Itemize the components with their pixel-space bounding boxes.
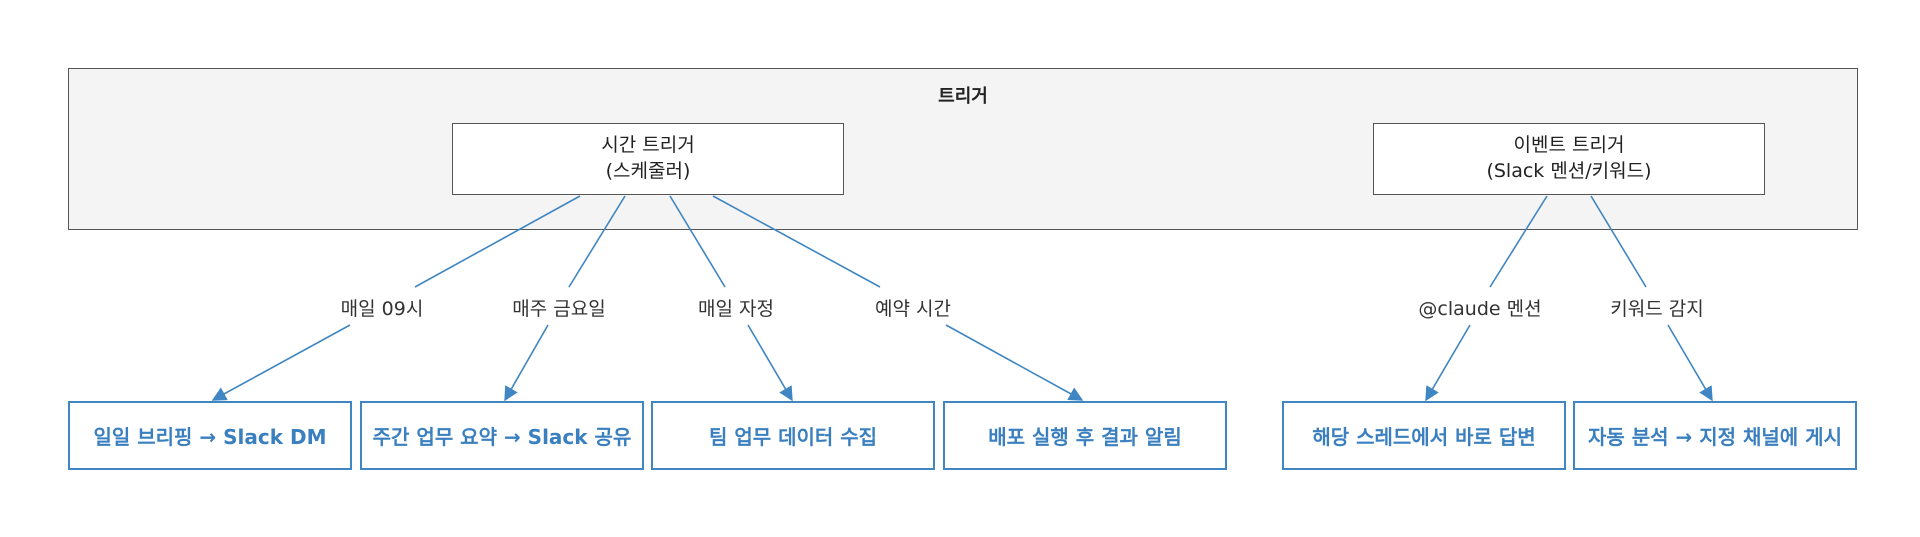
event-trigger-node: 이벤트 트리거 (Slack 멘션/키워드) — [1373, 123, 1765, 195]
edge-daily-midnight-lower — [747, 324, 793, 402]
result-weekly-summary: 주간 업무 요약 → Slack 공유 — [360, 401, 644, 470]
event-trigger-title: 이벤트 트리거 — [1513, 134, 1625, 157]
result-deploy-notify: 배포 실행 후 결과 알림 — [943, 401, 1227, 470]
edge-label-mention: @claude 멘션 — [1415, 294, 1545, 321]
edge-label-daily-9: 매일 09시 — [337, 294, 427, 321]
edge-weekly-fri-lower — [504, 324, 549, 402]
edge-label-keyword: 키워드 감지 — [1607, 294, 1707, 321]
result-team-data: 팀 업무 데이터 수집 — [651, 401, 935, 470]
edge-reserved-lower — [945, 324, 1084, 401]
edge-daily-9-lower — [211, 324, 351, 401]
event-trigger-subtitle: (Slack 멘션/키워드) — [1486, 160, 1652, 182]
result-auto-post: 자동 분석 → 지정 채널에 게시 — [1573, 401, 1857, 470]
edge-label-daily-midnight: 매일 자정 — [695, 294, 777, 321]
edge-keyword-lower — [1667, 324, 1713, 402]
edge-keyword-upper — [1590, 195, 1647, 288]
edge-daily-midnight-upper — [669, 195, 726, 288]
edge-weekly-fri-upper — [568, 195, 626, 288]
time-trigger-title: 시간 트리거 — [601, 134, 695, 157]
edge-mention-lower — [1425, 324, 1471, 402]
result-thread-reply: 해당 스레드에서 바로 답변 — [1282, 401, 1566, 470]
edge-reserved-upper — [712, 195, 881, 288]
edge-daily-9-upper — [414, 195, 581, 288]
trigger-group-title: 트리거 — [938, 86, 988, 107]
edge-label-reserved: 예약 시간 — [872, 294, 954, 321]
edge-label-weekly-fri: 매주 금요일 — [509, 294, 609, 321]
result-daily-briefing: 일일 브리핑 → Slack DM — [68, 401, 352, 470]
edge-mention-upper — [1489, 195, 1548, 288]
time-trigger-subtitle: (스케줄러) — [605, 160, 691, 182]
time-trigger-node: 시간 트리거 (스케줄러) — [452, 123, 844, 195]
